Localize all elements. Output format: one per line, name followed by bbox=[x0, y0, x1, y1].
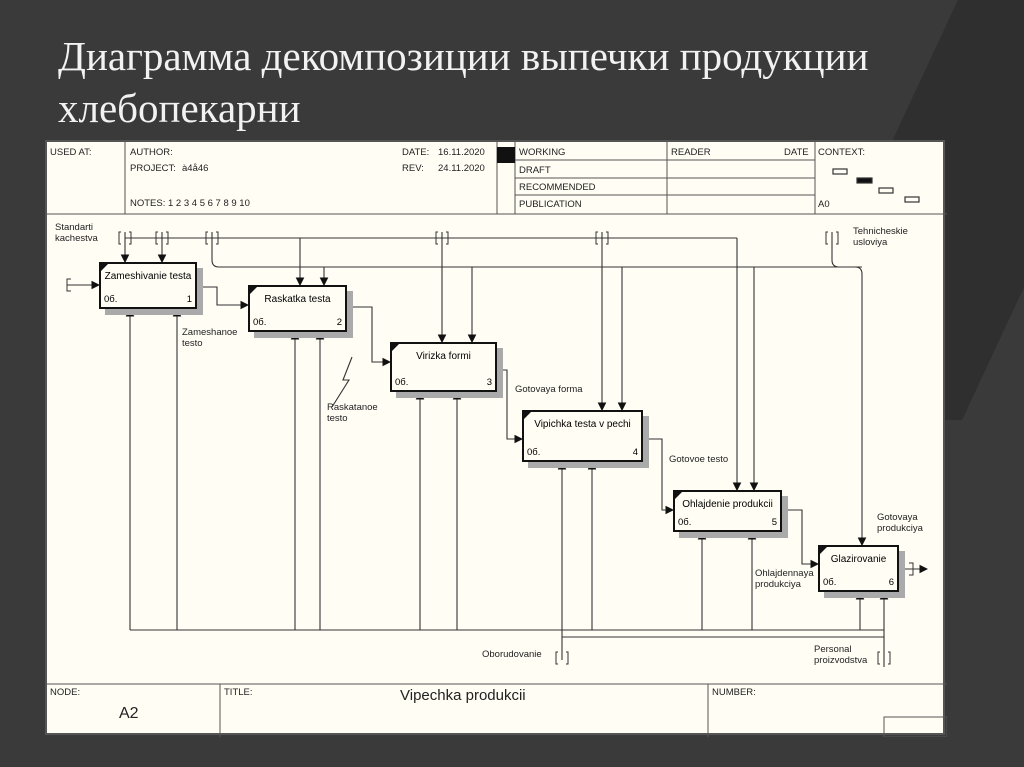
label-gotovoe: Gotovoe testo bbox=[669, 454, 729, 465]
activity-name: Virizka formi bbox=[416, 351, 471, 362]
status-working: WORKING bbox=[519, 147, 566, 158]
activity-name: Ohlajdenie produkcii bbox=[682, 499, 773, 510]
activity-name: Vipichka testa v pechi bbox=[534, 419, 631, 430]
activity-name: Raskatka testa bbox=[264, 294, 331, 305]
node-label: NODE: bbox=[50, 687, 81, 698]
author-label: AUTHOR: bbox=[130, 147, 173, 158]
activity-ob: 0б. bbox=[395, 377, 409, 388]
label-personal: Personal proizvodstva bbox=[814, 644, 868, 666]
activity-number: 5 bbox=[771, 517, 777, 528]
activity-number: 3 bbox=[486, 377, 492, 388]
node-value: A2 bbox=[119, 705, 139, 722]
activity-box-2[interactable]: Raskatka testa 0б. 2 bbox=[248, 285, 347, 332]
activity-box-6[interactable]: Glazirovanie 0б. 6 bbox=[818, 545, 899, 592]
label-gotovaya-produkciya: Gotovaya produkciya bbox=[877, 512, 923, 534]
activity-number: 2 bbox=[336, 317, 342, 328]
activity-number: 1 bbox=[186, 294, 192, 305]
label-forma: Gotovaya forma bbox=[515, 384, 583, 395]
activity-ob: 0б. bbox=[527, 447, 541, 458]
notes: NOTES: 1 2 3 4 5 6 7 8 9 10 bbox=[130, 198, 250, 209]
context-node: A0 bbox=[818, 199, 830, 210]
rev-value: 24.11.2020 bbox=[438, 163, 485, 174]
activity-name: Zameshivanie testa bbox=[104, 271, 192, 282]
label-zameshanoe: Zameshanoe testo bbox=[182, 327, 238, 349]
status-publication: PUBLICATION bbox=[519, 199, 582, 210]
label-raskatanoe: Raskatanoe testo bbox=[327, 402, 378, 424]
rev-label: REV: bbox=[402, 163, 424, 174]
reader-date-label: DATE bbox=[784, 147, 809, 158]
status-draft: DRAFT bbox=[519, 165, 551, 176]
activity-ob: 0б. bbox=[253, 317, 267, 328]
label-tehn: Tehnicheskie usloviya bbox=[853, 226, 908, 248]
idef0-diagram: USED AT: AUTHOR: PROJECT: à4å46 NOTES: 1… bbox=[45, 140, 947, 737]
activity-box-5[interactable]: Ohlajdenie produkcii 0б. 5 bbox=[673, 490, 782, 532]
slide-title: Диаграмма декомпозиции выпечки продукции… bbox=[58, 33, 869, 131]
used-at-label: USED AT: bbox=[50, 147, 92, 158]
activity-box-3[interactable]: Virizka formi 0б. 3 bbox=[390, 342, 497, 392]
activity-ob: 0б. bbox=[823, 577, 837, 588]
context-label: CONTEXT: bbox=[818, 147, 865, 158]
diagram-lines bbox=[47, 142, 947, 737]
status-recommended: RECOMMENDED bbox=[519, 182, 596, 193]
activity-ob: 0б. bbox=[678, 517, 692, 528]
diagram-title: Vipechka produkcii bbox=[400, 687, 526, 704]
activity-box-4[interactable]: Vipichka testa v pechi 0б. 4 bbox=[522, 410, 643, 462]
number-label: NUMBER: bbox=[712, 687, 756, 698]
label-oborudovanie: Oborudovanie bbox=[482, 649, 542, 660]
label-ohlajdennaya: Ohlajdennaya produkciya bbox=[755, 568, 814, 590]
reader-label: READER bbox=[671, 147, 711, 158]
project-value: à4å46 bbox=[182, 163, 209, 174]
activity-name: Glazirovanie bbox=[830, 554, 887, 565]
activity-number: 4 bbox=[632, 447, 638, 458]
label-standarti: Standarti kachestva bbox=[55, 222, 98, 244]
date-label: DATE: bbox=[402, 147, 430, 158]
title-label: TITLE: bbox=[224, 687, 253, 698]
project-label: PROJECT: bbox=[130, 163, 176, 174]
activity-ob: 0б. bbox=[104, 294, 118, 305]
activity-number: 6 bbox=[888, 577, 894, 588]
date-value: 16.11.2020 bbox=[438, 147, 485, 158]
activity-box-1[interactable]: Zameshivanie testa 0б. 1 bbox=[99, 262, 197, 309]
working-marker bbox=[497, 147, 515, 163]
